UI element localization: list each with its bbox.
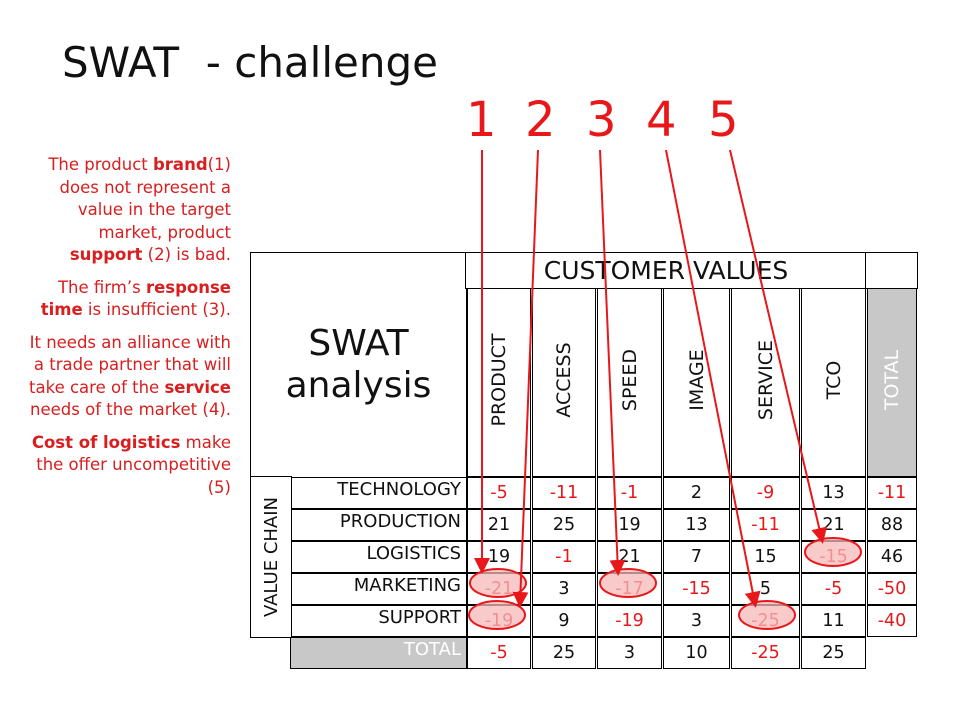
- swat-heading-line1: SWAT: [308, 323, 409, 364]
- marker-number-4: 4: [646, 92, 677, 148]
- marker-number-5: 5: [708, 92, 739, 148]
- total-cell: 25: [532, 637, 596, 669]
- table-cell: 9: [532, 605, 596, 637]
- table-cell: -5: [467, 477, 531, 509]
- note-3: It needs an alliance with a trade partne…: [29, 332, 231, 420]
- customer-values-label: CUSTOMER VALUES: [543, 256, 789, 285]
- table-cell: 13: [801, 477, 866, 509]
- table-cell: 13: [663, 509, 730, 541]
- total-cell: 3: [597, 637, 662, 669]
- highlight-ellipse: [468, 600, 526, 630]
- table-cell: 15: [731, 541, 800, 573]
- table-cell: -40: [867, 605, 917, 637]
- marker-number-1: 1: [466, 92, 497, 148]
- table-cell: 25: [532, 509, 596, 541]
- slide-title: SWAT - challenge: [62, 38, 438, 87]
- table-cell: 3: [663, 605, 730, 637]
- header-blank-cell: [865, 252, 918, 289]
- table-cell: -11: [867, 477, 917, 509]
- table-cell: 19: [597, 509, 662, 541]
- swat-heading-box: SWAT analysis: [250, 252, 467, 478]
- table-cell: -1: [597, 477, 662, 509]
- table-cell: 88: [867, 509, 917, 541]
- table-cell: -11: [731, 509, 800, 541]
- table-cell: -15: [663, 573, 730, 605]
- value-chain-box: VALUE CHAIN: [250, 476, 292, 638]
- highlight-ellipse: [469, 568, 527, 598]
- total-cell: -25: [731, 637, 800, 669]
- total-cell: 25: [801, 637, 866, 669]
- table-cell: -9: [731, 477, 800, 509]
- marker-number-2: 2: [525, 92, 556, 148]
- side-notes: The product brand(1) does not represent …: [26, 154, 231, 509]
- arrow: [599, 149, 626, 576]
- table-cell: 46: [867, 541, 917, 573]
- swat-heading-line2: analysis: [285, 365, 432, 406]
- highlight-ellipse: [738, 600, 796, 630]
- table-cell: 11: [801, 605, 866, 637]
- total-cell: 10: [663, 637, 730, 669]
- table-cell: 21: [467, 509, 531, 541]
- arrow: [729, 149, 828, 544]
- table-cell: 3: [532, 573, 596, 605]
- row-label-total: TOTAL: [290, 637, 467, 669]
- highlight-ellipse: [804, 537, 862, 567]
- table-cell: 2: [663, 477, 730, 509]
- table-cell: -5: [801, 573, 866, 605]
- highlight-ellipse: [599, 568, 657, 598]
- table-cell: -19: [597, 605, 662, 637]
- total-cell: -5: [467, 637, 531, 669]
- note-2: The firm’s response time is insufficient…: [40, 277, 231, 320]
- marker-number-3: 3: [586, 92, 617, 148]
- arrow: [512, 149, 539, 608]
- arrow: [665, 149, 761, 608]
- table-cell: -11: [532, 477, 596, 509]
- column-header-total: TOTAL: [867, 287, 917, 477]
- table-cell: -50: [867, 573, 917, 605]
- table-cell: -1: [532, 541, 596, 573]
- note-1: The product brand(1) does not represent …: [48, 155, 231, 264]
- table-cell: 7: [663, 541, 730, 573]
- note-4: Cost of logistics make the offer uncompe…: [31, 432, 231, 497]
